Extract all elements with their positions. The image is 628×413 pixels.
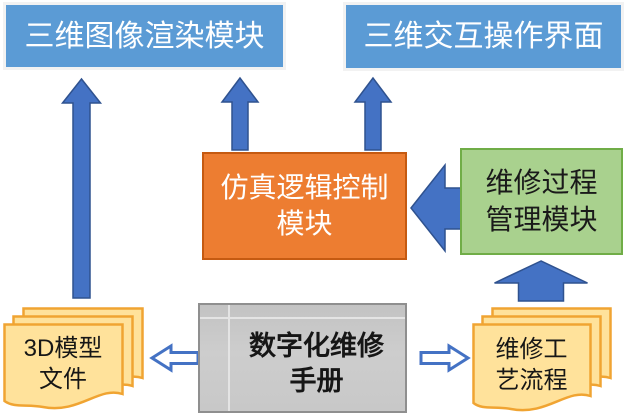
digital-manual-header-line <box>200 317 405 319</box>
node-digital-manual-label: 数字化维修 手册 <box>249 330 384 396</box>
node-maintenance-process-module: 维修过程 管理模块 <box>460 148 623 255</box>
arrow-model-files-to-rendering-module <box>60 77 103 299</box>
node-3d-interaction-interface-label: 三维交互操作界面 <box>363 20 604 53</box>
arrow-sim-logic-to-interaction-interface <box>353 76 393 151</box>
arrow-process-flow-to-maintenance-module <box>494 260 588 302</box>
node-digital-manual: 数字化维修 手册 <box>198 303 407 413</box>
node-3d-interaction-interface: 三维交互操作界面 <box>343 2 624 71</box>
node-maintenance-process-module-label: 维修过程 管理模块 <box>485 167 598 235</box>
doc-stack-back-right <box>472 307 612 412</box>
doc-stack-back-left <box>3 307 144 410</box>
node-process-flow: 维修工 艺流程 <box>472 307 614 412</box>
node-process-flow-label: 维修工 艺流程 <box>495 335 568 394</box>
node-3d-model-files-label: 3D模型 文件 <box>23 334 103 393</box>
arrow-digital-manual-to-model-files <box>149 343 200 373</box>
digital-manual-side-line <box>228 305 230 411</box>
node-simulation-logic-module-label: 仿真逻辑控制 模块 <box>220 171 389 239</box>
doc-sheet-front <box>472 323 592 412</box>
arrow-digital-manual-to-process-flow <box>419 343 471 373</box>
doc-sheet-front <box>3 323 124 410</box>
arrow-maintenance-module-to-sim-logic <box>410 162 462 254</box>
node-3d-rendering-module-label: 三维图像渲染模块 <box>24 19 265 53</box>
node-3d-model-files: 3D模型 文件 <box>3 307 148 410</box>
arrow-sim-logic-to-rendering-module <box>220 76 260 151</box>
node-simulation-logic-module: 仿真逻辑控制 模块 <box>202 152 407 260</box>
node-3d-rendering-module: 三维图像渲染模块 <box>3 2 286 70</box>
